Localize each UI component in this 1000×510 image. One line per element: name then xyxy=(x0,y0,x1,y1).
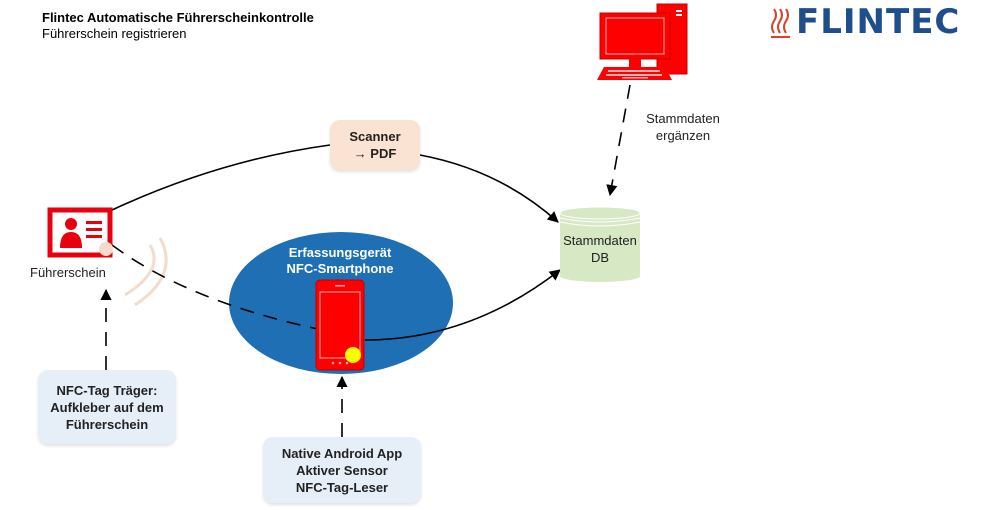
diagram-subtitle: Führerschein registrieren xyxy=(42,26,187,41)
scanner-line1: Scanner xyxy=(349,129,401,144)
scanner-box: Scanner → PDF xyxy=(330,120,420,170)
database-label-line2: DB xyxy=(590,250,610,265)
native-app-box: Native Android App Aktiver Sensor NFC-Ta… xyxy=(263,437,421,503)
scanner-line2: → PDF xyxy=(353,146,397,161)
logo-text: FLINTEC xyxy=(796,2,961,42)
license-label: Führerschein xyxy=(30,265,106,280)
device-label-line1: Erfassungsgerät xyxy=(288,245,392,260)
edge-smartphone-db xyxy=(364,269,561,341)
native-app-line2: Aktiver Sensor xyxy=(296,462,388,478)
heat-waves-icon xyxy=(771,8,790,38)
nfc-tag-line2: Aufkleber auf dem xyxy=(50,399,164,415)
desktop-computer-icon xyxy=(597,3,688,80)
nfc-tag-line1: NFC-Tag Träger: xyxy=(56,382,158,398)
smartphone-icon xyxy=(315,279,365,371)
nfc-waves-icon xyxy=(124,237,168,307)
diagram-title: Flintec Automatische Führerscheinkontrol… xyxy=(42,10,314,25)
flintec-logo: FLINTEC xyxy=(768,2,960,42)
database-label: Stammdaten DB xyxy=(560,232,640,266)
stammdaten-note-line2: ergänzen xyxy=(655,128,711,143)
device-label-line2: NFC-Smartphone xyxy=(286,261,394,276)
stammdaten-note: Stammdaten ergänzen xyxy=(628,110,738,144)
edge-computer-db xyxy=(606,84,631,197)
native-app-line3: NFC-Tag-Leser xyxy=(295,479,389,495)
edge-license-scanner-db xyxy=(111,144,331,211)
database-label-line1: Stammdaten xyxy=(563,233,637,248)
native-app-line1: Native Android App xyxy=(281,445,403,461)
id-card-icon xyxy=(47,207,113,258)
nfc-tag-line3: Führerschein xyxy=(65,416,149,432)
nfc-tag-box: NFC-Tag Träger: Aufkleber auf dem Führer… xyxy=(38,370,176,444)
edge-scanner-db xyxy=(419,154,559,223)
stammdaten-note-line1: Stammdaten xyxy=(646,111,720,126)
device-label: Erfassungsgerät NFC-Smartphone xyxy=(250,245,430,277)
database-cylinder-icon xyxy=(559,206,641,282)
